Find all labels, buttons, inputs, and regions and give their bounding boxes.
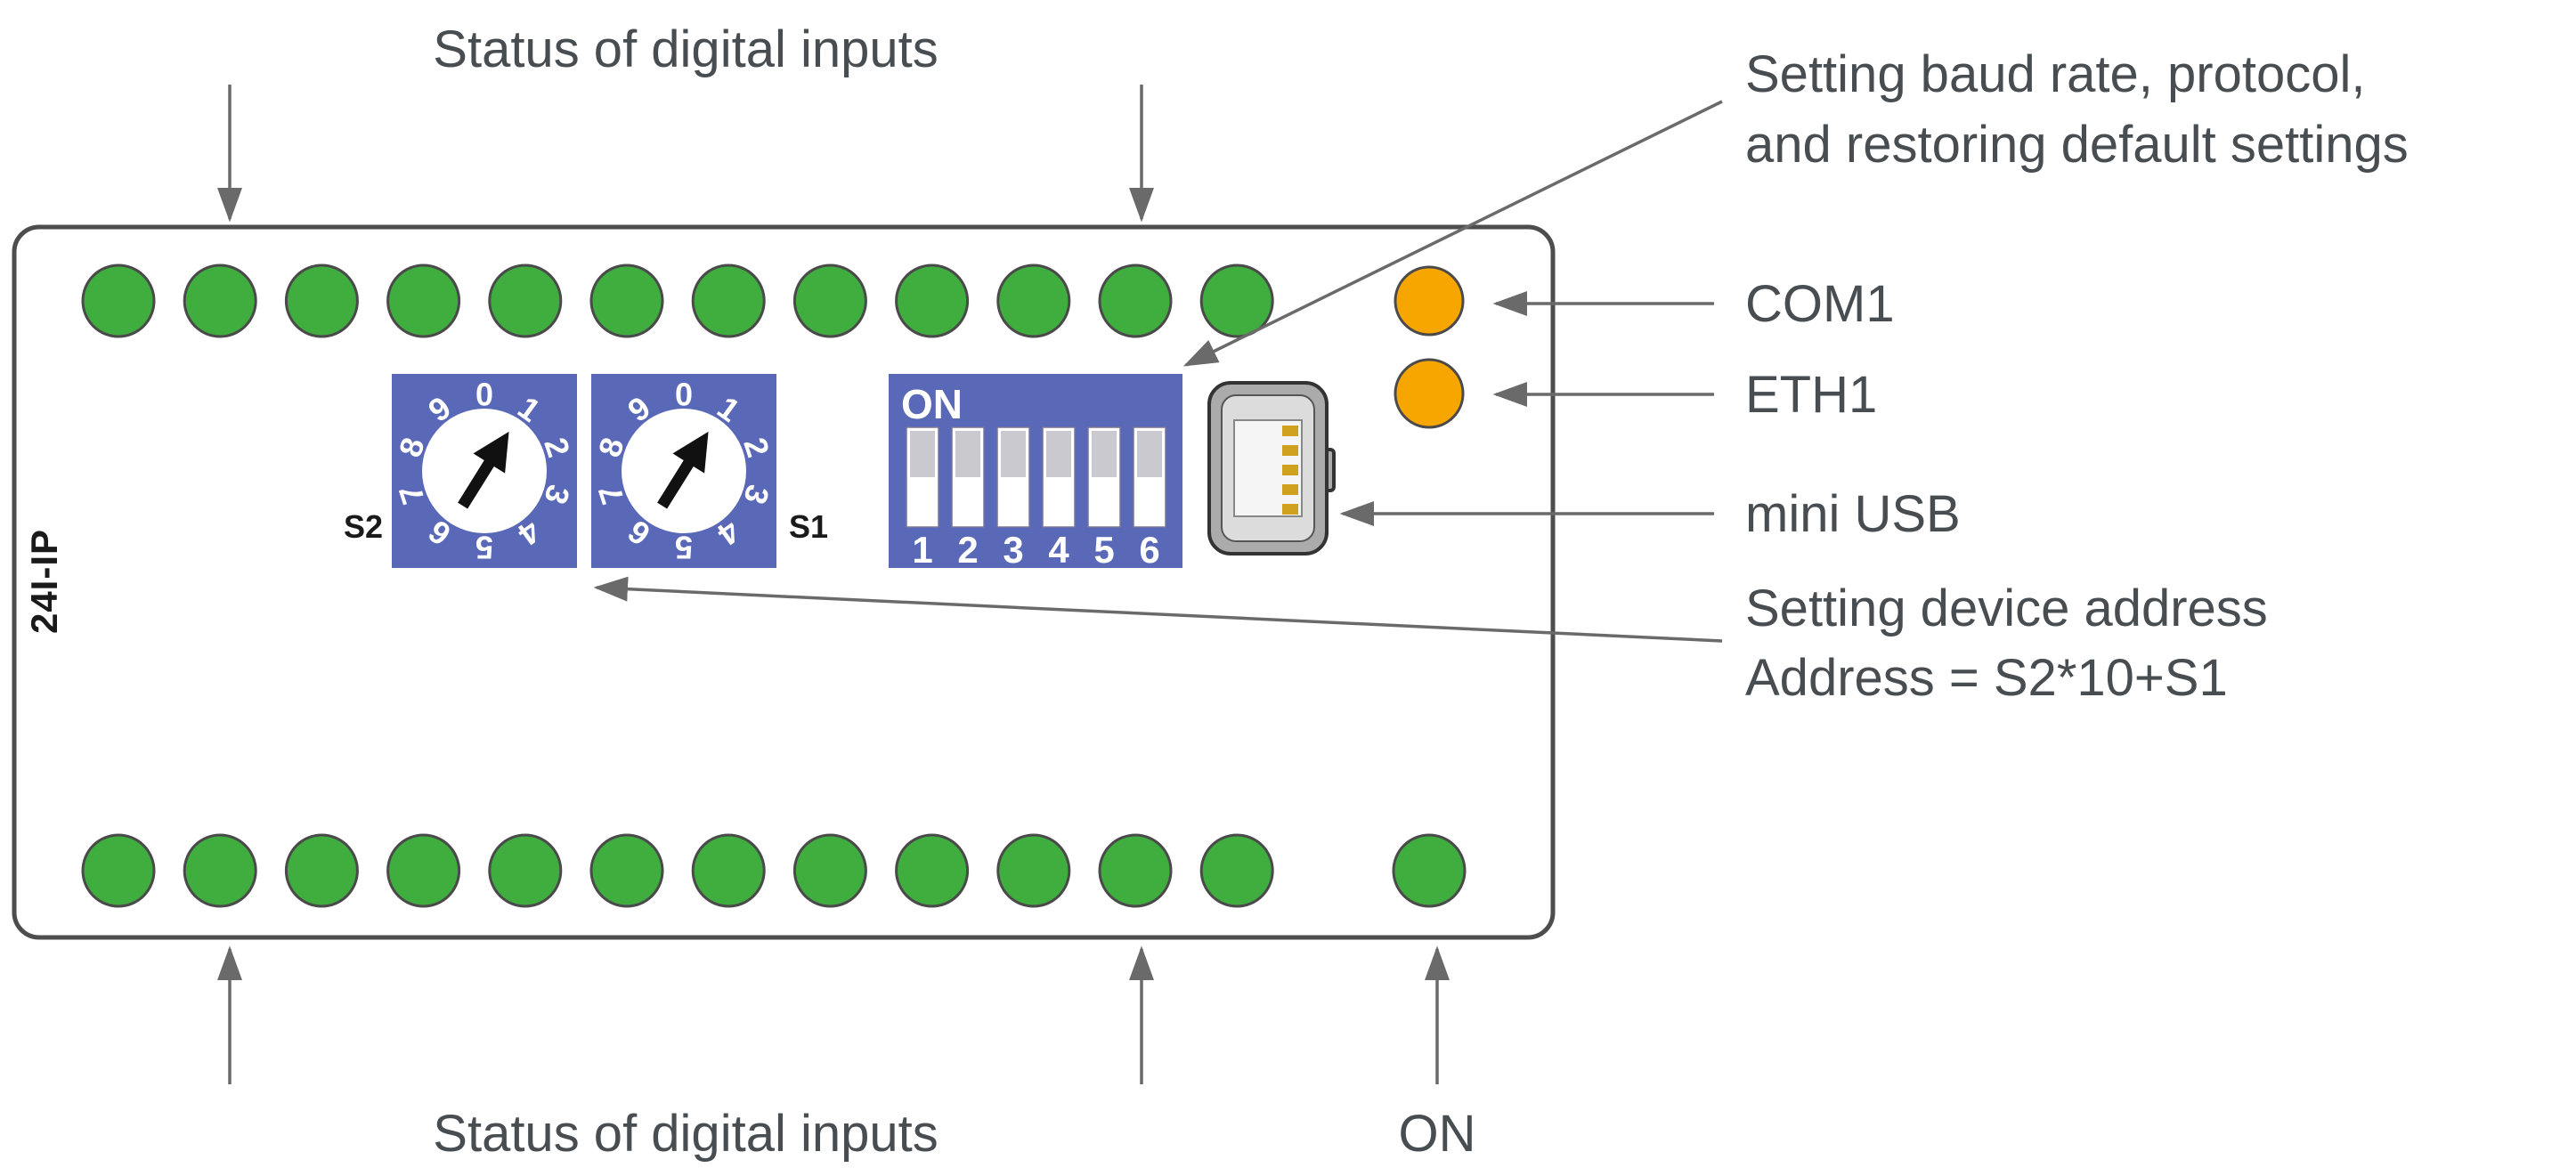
- digital-input-led: [895, 833, 970, 908]
- digital-input-led: [996, 264, 1071, 338]
- digital-input-led: [284, 264, 359, 338]
- usb-pin: [1282, 484, 1298, 495]
- dip-switch-slider: [955, 431, 980, 477]
- digital-input-led: [1199, 833, 1274, 908]
- digital-input-led: [488, 264, 563, 338]
- bottom-led-row: [81, 833, 1274, 908]
- rotary-knob-arrow-icon: [458, 431, 509, 509]
- mini-usb-label: mini USB: [1745, 485, 1961, 543]
- address-label-line2: Address = S2*10+S1: [1745, 649, 2228, 707]
- digital-input-led: [488, 833, 563, 908]
- dip-switch-slider: [1046, 431, 1071, 477]
- rotary-digit: 5: [675, 530, 693, 566]
- digital-input-led: [996, 833, 1071, 908]
- digital-input-led: [792, 264, 867, 338]
- dip-channel-number: 1: [912, 529, 932, 571]
- on-label: ON: [1399, 1105, 1476, 1163]
- rotary-digit: 0: [475, 377, 493, 413]
- digital-input-led: [895, 264, 970, 338]
- model-label: 24I-IP: [23, 529, 65, 634]
- rotary-digit: 0: [675, 377, 693, 413]
- digital-input-led: [1098, 264, 1173, 338]
- address-label-line1: Setting device address: [1745, 580, 2268, 637]
- digital-input-led: [284, 833, 359, 908]
- baud-setting-label-line1: Setting baud rate, protocol,: [1745, 45, 2365, 103]
- digital-input-led: [81, 833, 156, 908]
- digital-input-led: [589, 264, 664, 338]
- arrow-dip-switch-icon: [1182, 100, 1723, 367]
- usb-pin: [1282, 465, 1298, 475]
- eth1-label: ETH1: [1745, 366, 1877, 424]
- rotary-knob-arrow-icon: [657, 431, 709, 509]
- dip-channel-number: 2: [957, 529, 978, 571]
- dip-on-label: ON: [901, 381, 963, 427]
- digital-input-led: [691, 264, 766, 338]
- eth1-led: [1394, 358, 1465, 429]
- digital-input-led: [1199, 264, 1274, 338]
- bottom-status-label: Status of digital inputs: [433, 1105, 938, 1163]
- digital-input-led: [183, 833, 257, 908]
- dip-channel-number: 6: [1139, 529, 1159, 571]
- digital-input-led: [81, 264, 156, 338]
- dip-channel-number: 3: [1003, 529, 1023, 571]
- digital-input-led: [183, 264, 257, 338]
- top-status-label: Status of digital inputs: [433, 20, 938, 78]
- com1-label: COM1: [1745, 275, 1895, 333]
- baud-setting-label-line2: and restoring default settings: [1745, 116, 2409, 174]
- mini-usb-connector: [1207, 381, 1336, 556]
- rotary-digit: 5: [475, 530, 493, 566]
- arrow-rotary-switch-icon: [593, 576, 1723, 643]
- device-board-outline: [12, 224, 1556, 940]
- digital-input-led: [1098, 833, 1173, 908]
- digital-input-led: [589, 833, 664, 908]
- on-led: [1392, 833, 1467, 908]
- usb-pin: [1282, 504, 1298, 515]
- rotary-switch-s1-label: S1: [789, 508, 828, 545]
- top-led-row: [81, 264, 1274, 338]
- usb-pin: [1282, 426, 1298, 436]
- com1-led: [1394, 265, 1465, 337]
- dip-channel-number: 5: [1093, 529, 1114, 571]
- digital-input-led: [792, 833, 867, 908]
- usb-pin: [1282, 445, 1298, 456]
- rotary-switch-s2-label: S2: [344, 508, 383, 545]
- digital-input-led: [691, 833, 766, 908]
- dip-switch-slider: [910, 431, 935, 477]
- digital-input-led: [386, 264, 461, 338]
- digital-input-led: [386, 833, 461, 908]
- dip-switch-slider: [1001, 431, 1026, 477]
- dip-switch-slider: [1092, 431, 1117, 477]
- dip-channel-number: 4: [1048, 529, 1069, 571]
- dip-switch-slider: [1137, 431, 1162, 477]
